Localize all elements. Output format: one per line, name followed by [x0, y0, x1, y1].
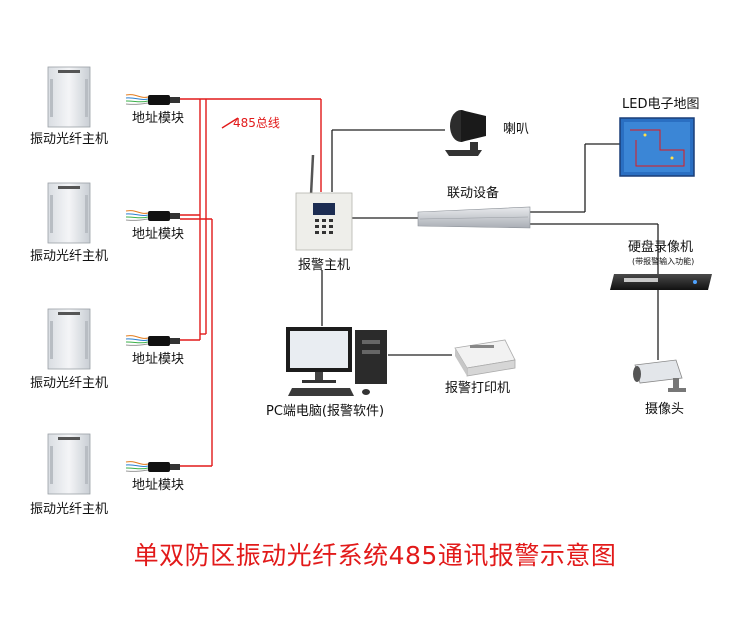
fiber-host-3 [47, 308, 91, 370]
device-links [321, 129, 659, 360]
fiber-host-2 [47, 182, 91, 244]
fiber-host-2-label: 振动光纤主机 [30, 249, 109, 264]
pc-computer [286, 327, 387, 396]
address-module-2-label: 地址模块 [132, 227, 185, 242]
address-module-1-label: 地址模块 [132, 111, 185, 126]
address-module-4 [125, 461, 180, 472]
alarm-host-label: 报警主机 [298, 258, 351, 273]
address-module-4-label: 地址模块 [132, 478, 185, 493]
dvr-sublabel: (带报警输入功能) [632, 257, 695, 266]
address-module-3-label: 地址模块 [132, 352, 185, 367]
fiber-host-1-label: 振动光纤主机 [30, 132, 109, 147]
surveillance-camera [633, 359, 686, 392]
printer-label: 报警打印机 [445, 381, 511, 396]
horn-speaker [445, 110, 486, 156]
alarm-host [295, 154, 353, 251]
horn-label: 喇叭 [503, 122, 530, 137]
bus-label: 485总线 [233, 116, 280, 130]
address-module-2 [125, 210, 180, 221]
fiber-host-1 [47, 66, 91, 128]
address-module-1 [125, 94, 180, 105]
dvr-label: 硬盘录像机 [628, 240, 694, 255]
linkage-device [417, 206, 531, 229]
pc-label: PC端电脑(报警软件) [266, 404, 385, 419]
camera-label: 摄像头 [645, 402, 685, 417]
diagram-title: 单双防区振动光纤系统485通讯报警示意图 [133, 541, 617, 570]
led-map-label: LED电子地图 [622, 97, 700, 112]
fiber-host-4 [47, 433, 91, 495]
fiber-host-4-label: 振动光纤主机 [30, 502, 109, 517]
fiber-host-3-label: 振动光纤主机 [30, 376, 109, 391]
alarm-printer [454, 339, 516, 377]
dvr-recorder [610, 274, 712, 290]
rs485-bus-lines [180, 98, 322, 467]
address-module-3 [125, 335, 180, 346]
led-map-screen [619, 117, 695, 177]
linkage-device-label: 联动设备 [447, 186, 500, 201]
